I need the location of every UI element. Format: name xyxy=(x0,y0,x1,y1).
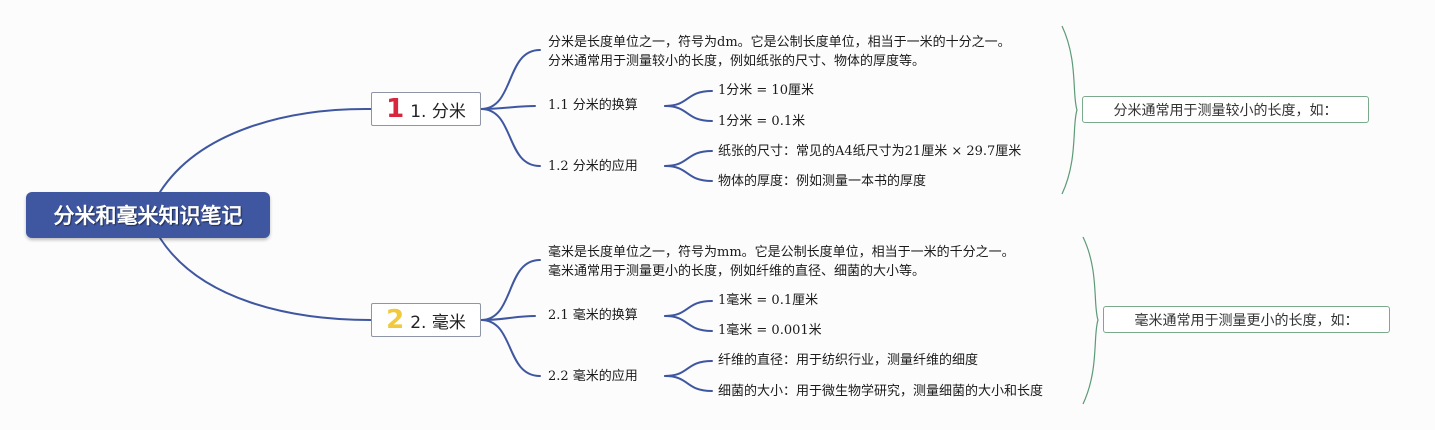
branch-node-millimeter[interactable]: 2 2. 毫米 xyxy=(371,303,481,337)
conversion-node[interactable]: 1.1 分米的换算 xyxy=(548,98,638,113)
summary-node-decimeter[interactable]: 分米通常用于测量较小的长度，如： xyxy=(1082,96,1369,123)
summary-text: 分米通常用于测量较小的长度，如： xyxy=(1113,102,1338,119)
definition-line: 毫米通常用于测量更小的长度，例如纤维的直径、细菌的大小等。 xyxy=(548,264,926,279)
definition-line: 分米通常用于测量较小的长度，例如纸张的尺寸、物体的厚度等。 xyxy=(548,54,926,69)
conversion-item[interactable]: 1毫米 = 0.001米 xyxy=(718,323,822,338)
summary-bracket-2 xyxy=(1082,236,1099,405)
connector-b1-definition xyxy=(480,49,541,110)
definition-line: 分米是长度单位之一，符号为dm。它是公制长度单位，相当于一米的十分之一。 xyxy=(548,35,1011,50)
conversion-item[interactable]: 1分米 = 0.1米 xyxy=(718,114,806,129)
connector-root-to-branch-2 xyxy=(159,237,372,321)
branch-node-decimeter[interactable]: 1 1. 分米 xyxy=(371,92,481,126)
summary-bracket-1 xyxy=(1061,25,1078,195)
branch-label: 1. 分米 xyxy=(410,101,466,122)
application-item[interactable]: 纤维的直径：用于纺织行业，测量纤维的细度 xyxy=(718,353,979,368)
connector-b2-conv-item-2 xyxy=(664,315,713,332)
priority-1-icon: 1 xyxy=(386,94,405,124)
conversion-item[interactable]: 1毫米 = 0.1厘米 xyxy=(718,293,819,308)
connector-b2-definition xyxy=(480,259,541,321)
connector-b1-app-item-2 xyxy=(664,165,713,182)
definition-text[interactable]: 分米是长度单位之一，符号为dm。它是公制长度单位，相当于一米的十分之一。 分米通… xyxy=(548,33,1011,71)
connector-root-to-branch-1 xyxy=(159,107,372,193)
application-node[interactable]: 2.2 毫米的应用 xyxy=(548,369,638,384)
application-node[interactable]: 1.2 分米的应用 xyxy=(548,159,638,174)
root-node[interactable]: 分米和毫米知识笔记 xyxy=(26,192,270,238)
conversion-item[interactable]: 1分米 = 10厘米 xyxy=(718,83,814,98)
connector-b2-conv-item-1 xyxy=(664,300,713,317)
summary-node-millimeter[interactable]: 毫米通常用于测量更小的长度，如： xyxy=(1103,306,1390,333)
connector-b1-application xyxy=(480,108,541,167)
summary-text: 毫米通常用于测量更小的长度，如： xyxy=(1134,312,1359,329)
connector-b1-conv-item-2 xyxy=(664,105,713,122)
definition-line: 毫米是长度单位之一，符号为mm。它是公制长度单位，相当于一米的千分之一。 xyxy=(548,245,1015,260)
application-item[interactable]: 纸张的尺寸：常见的A4纸尺寸为21厘米 × 29.7厘米 xyxy=(718,144,1022,159)
definition-text[interactable]: 毫米是长度单位之一，符号为mm。它是公制长度单位，相当于一米的千分之一。 毫米通… xyxy=(548,243,1015,281)
application-item[interactable]: 细菌的大小：用于微生物学研究，测量细菌的大小和长度 xyxy=(718,384,1044,399)
root-title: 分米和毫米知识笔记 xyxy=(53,204,243,228)
connector-b2-app-item-2 xyxy=(664,375,713,392)
priority-2-icon: 2 xyxy=(386,305,405,335)
connector-b2-app-item-1 xyxy=(664,360,713,377)
branch-label: 2. 毫米 xyxy=(410,312,466,333)
conversion-node[interactable]: 2.1 毫米的换算 xyxy=(548,308,638,323)
connector-b1-conv-item-1 xyxy=(664,90,713,107)
application-item[interactable]: 物体的厚度：例如测量一本书的厚度 xyxy=(718,174,927,189)
connector-b2-application xyxy=(480,319,541,377)
connector-b1-app-item-1 xyxy=(664,150,713,167)
